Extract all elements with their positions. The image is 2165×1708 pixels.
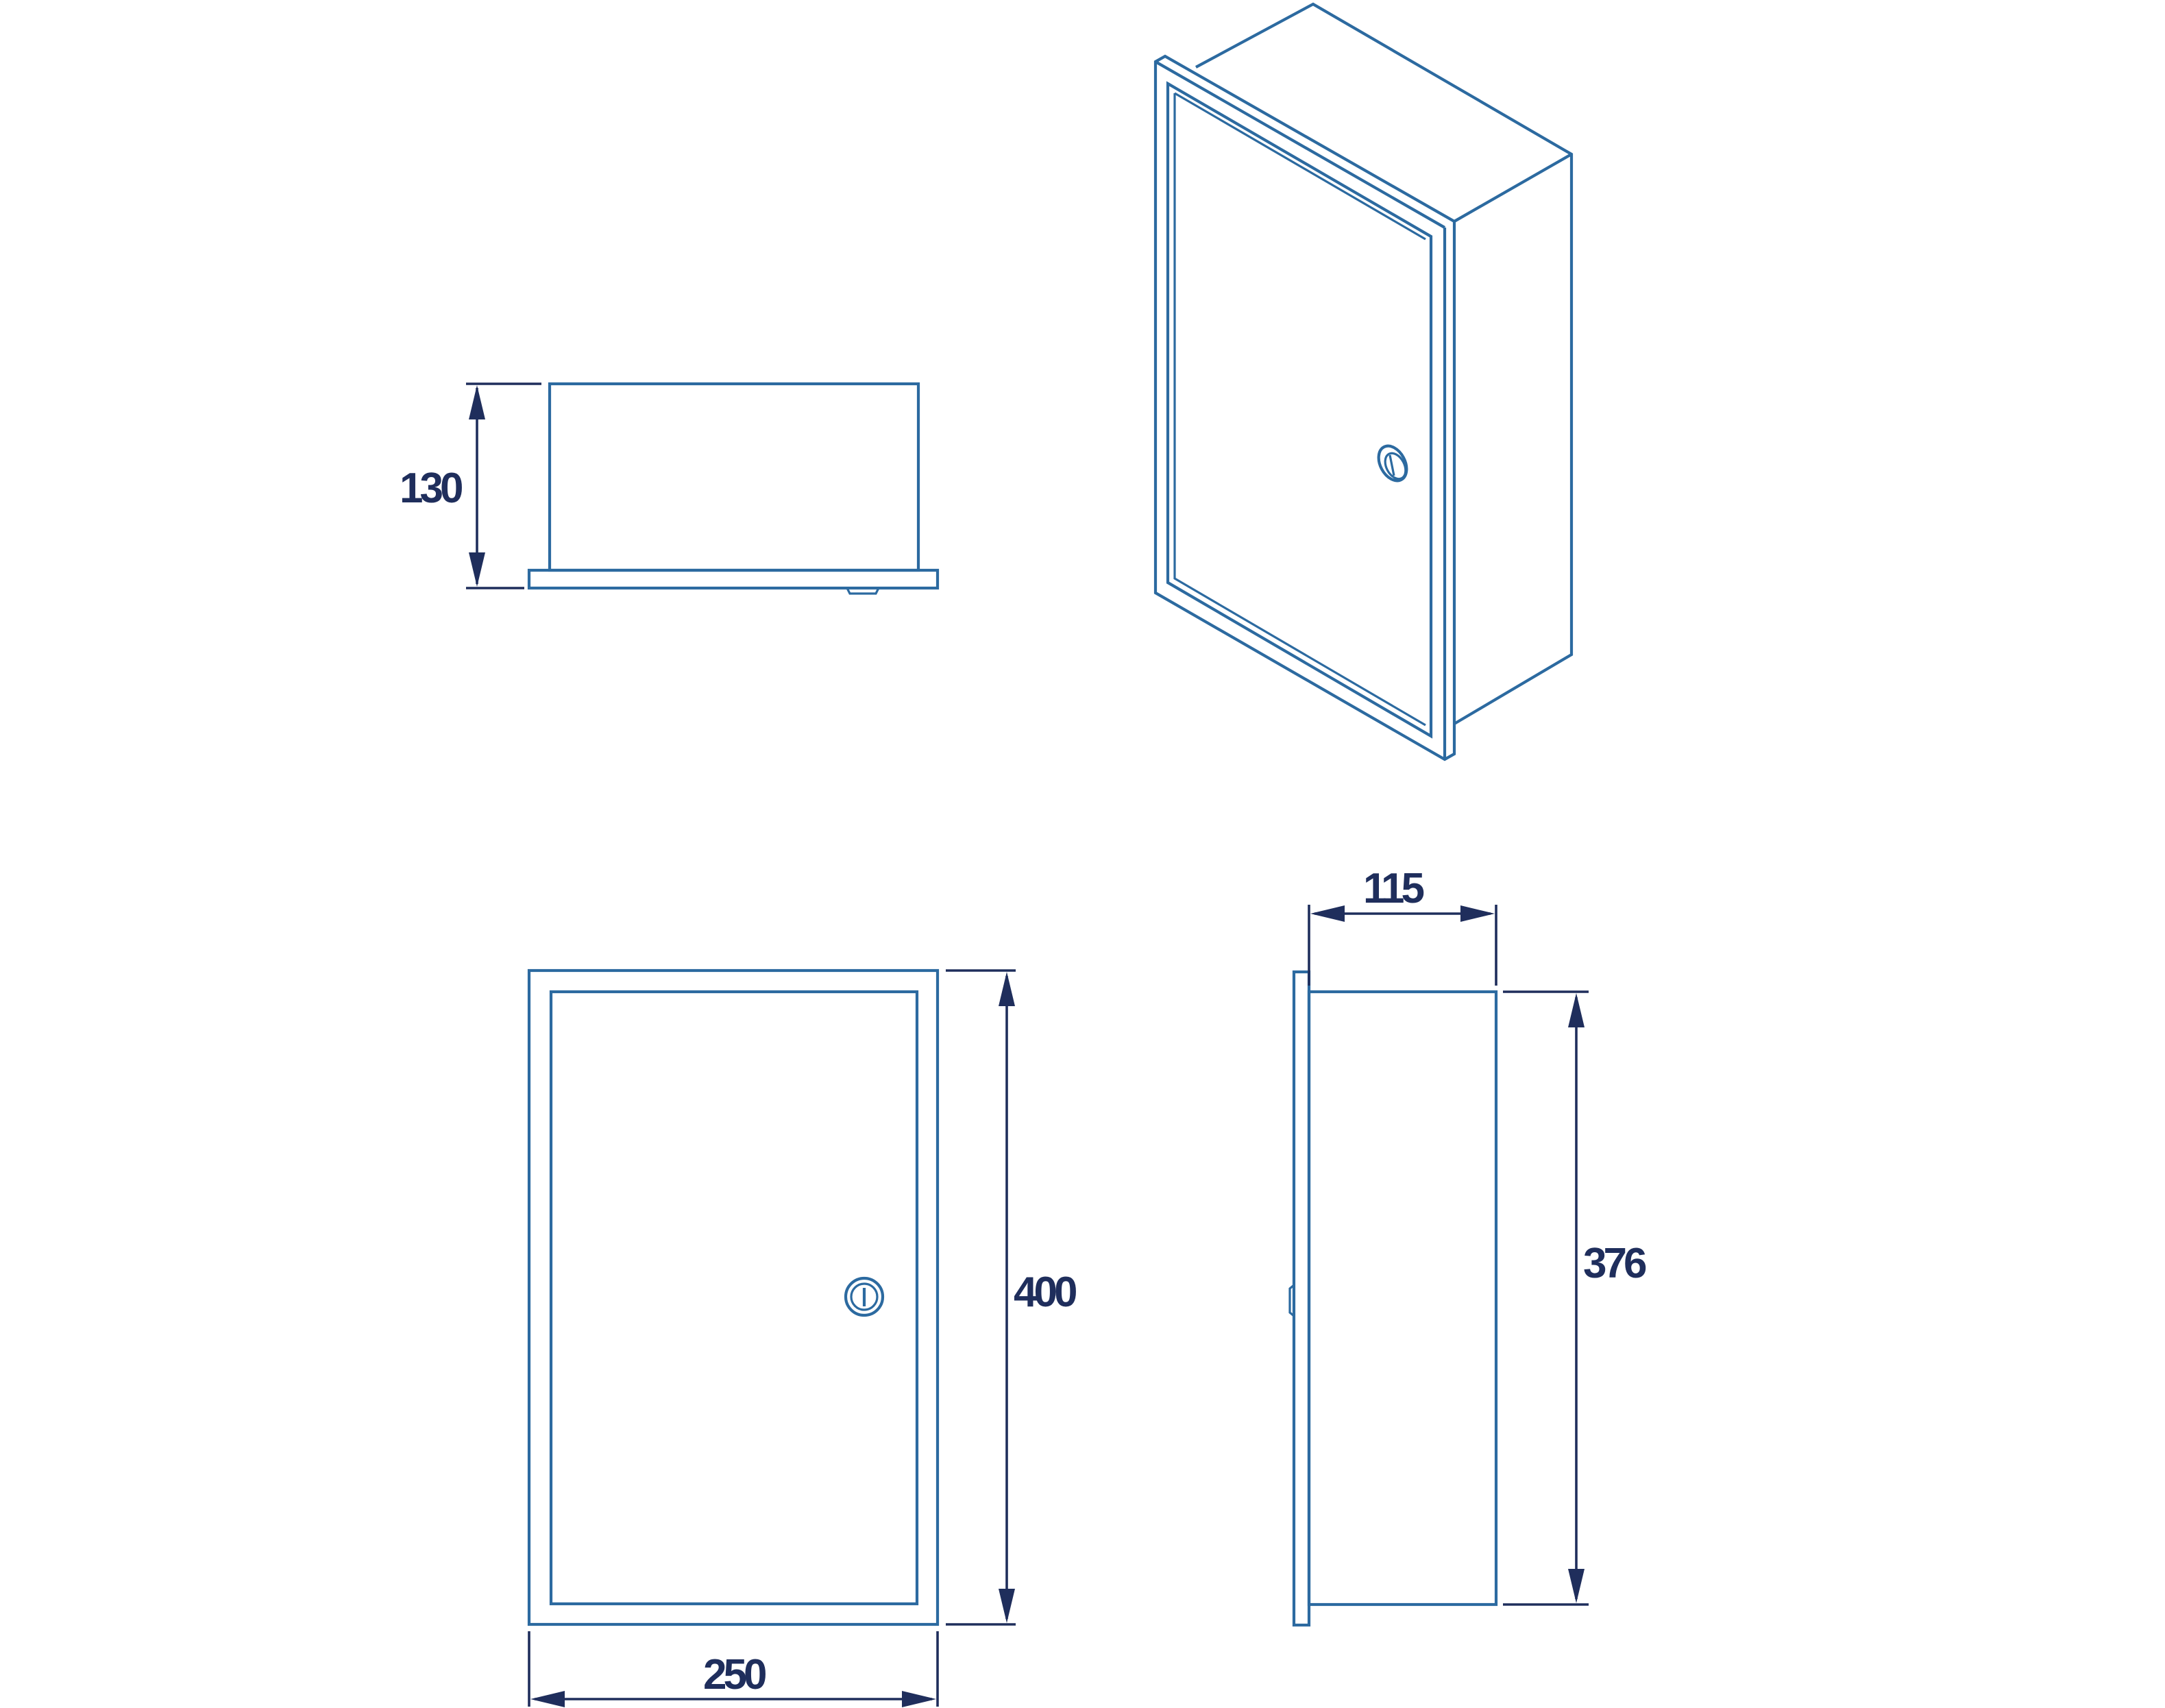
arrow-head: [1568, 993, 1585, 1027]
dimension-body-height: 376: [1503, 990, 1650, 1606]
iso-door-panel-inner: [1173, 93, 1426, 727]
arrow-head: [999, 972, 1015, 1006]
front-frame: [527, 968, 940, 1626]
dimension-label-400: 400: [1014, 1269, 1076, 1316]
dimension-height: 400: [946, 969, 1079, 1626]
isometric-view: [1153, 2, 1574, 761]
arrow-head: [902, 1691, 936, 1707]
iso-door-panel: [1166, 81, 1433, 739]
arrow-head: [1310, 905, 1345, 922]
iso-box-top-edge: [1453, 153, 1573, 223]
dimension-depth-top: 130: [400, 382, 541, 589]
iso-box-back: [1195, 2, 1574, 725]
lock-icon: [844, 1276, 885, 1317]
dimension-width: 250: [528, 1631, 939, 1707]
dimension-body-depth: 115: [1308, 865, 1497, 986]
arrow-head: [1460, 905, 1495, 922]
dimension-label-250: 250: [703, 1651, 766, 1698]
side-flange: [1292, 970, 1311, 1627]
front-door: [549, 990, 919, 1606]
arrow-head: [999, 1589, 1015, 1623]
arrow-head: [1568, 1569, 1585, 1603]
side-lock-stub: [1288, 1284, 1295, 1317]
dimension-label-130: 130: [400, 465, 462, 512]
iso-door-frame: [1153, 54, 1456, 761]
top-view-flange: [527, 568, 940, 590]
top-view-body: [548, 382, 920, 572]
arrow-head: [469, 385, 485, 419]
side-view: [1288, 970, 1498, 1627]
top-view: [527, 382, 940, 595]
front-view: [527, 968, 940, 1626]
iso-frame-edge: [1154, 60, 1446, 229]
dimension-label-115: 115: [1363, 865, 1424, 912]
dimension-label-376: 376: [1583, 1240, 1646, 1287]
arrow-head: [469, 552, 485, 587]
side-body: [1307, 990, 1498, 1607]
label-background: [1011, 1272, 1077, 1310]
top-view-lock-stub: [846, 587, 880, 595]
arrow-head: [530, 1691, 565, 1707]
iso-door-panel-inner: [1174, 92, 1426, 241]
lock-icon: [1377, 444, 1408, 483]
label-background: [1580, 1243, 1646, 1282]
